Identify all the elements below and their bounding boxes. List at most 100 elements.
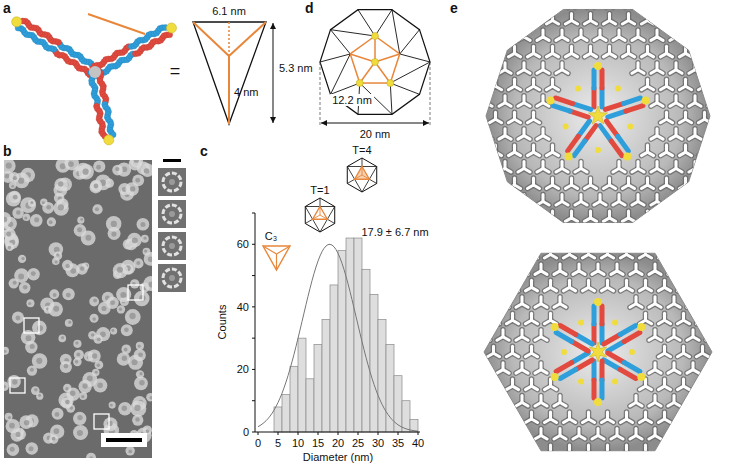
tile-arm <box>496 53 502 57</box>
tile-arm <box>676 103 682 107</box>
tile-arm <box>522 271 528 275</box>
tile-arm <box>673 264 676 271</box>
tile-arm <box>694 227 697 234</box>
tile-arm <box>496 185 502 189</box>
tile-arm <box>679 185 685 189</box>
tile-arm <box>689 4 695 8</box>
tile-arm <box>686 218 692 222</box>
micrograph <box>4 160 152 458</box>
tile-arm <box>657 103 663 107</box>
particle-core <box>124 348 128 352</box>
tile-arm <box>657 136 663 140</box>
selection-box <box>24 318 39 333</box>
particle <box>53 200 68 215</box>
tile-arm <box>486 136 492 140</box>
tile-arm <box>504 227 507 234</box>
orange-spoke <box>350 54 375 62</box>
particle <box>28 199 36 207</box>
tile-arm <box>684 211 687 218</box>
tile-arm <box>600 4 606 8</box>
tile-arm <box>551 254 557 258</box>
tile-arm <box>543 37 549 41</box>
y-tick <box>252 306 255 307</box>
particle-core <box>134 160 139 163</box>
tile-arm <box>677 254 683 258</box>
particle <box>125 446 134 455</box>
rosette-helix <box>600 88 605 107</box>
scale-bar <box>106 438 142 442</box>
particle-core <box>82 169 88 175</box>
tile-arm <box>497 238 503 242</box>
tile-arm <box>523 194 526 201</box>
tile-arm <box>480 70 486 74</box>
tile-arm <box>673 231 676 238</box>
tile-arm <box>537 234 543 238</box>
particle <box>117 352 130 365</box>
tile-arm <box>702 178 708 185</box>
cage-body <box>484 253 712 450</box>
tile-arm <box>494 254 500 258</box>
tile-arm <box>512 13 518 20</box>
particle-core <box>56 253 59 256</box>
sticky-end <box>166 23 176 33</box>
tile-arm <box>480 201 486 205</box>
tile-arm <box>562 234 568 238</box>
tile-arm <box>486 201 492 205</box>
tile-arm <box>676 103 682 107</box>
tile-arm <box>515 152 521 156</box>
histogram-bar <box>322 319 330 432</box>
tile-arm <box>553 53 559 57</box>
tile-arm <box>670 234 676 238</box>
particle-core <box>77 430 83 436</box>
tile-arm <box>518 4 524 8</box>
tile-arm <box>599 227 602 234</box>
tile-arm <box>708 201 714 205</box>
tile-arm <box>693 238 699 242</box>
cage-body <box>486 9 710 222</box>
tile-arm <box>676 136 682 140</box>
facet-edge <box>392 10 400 54</box>
particle-core <box>91 333 94 336</box>
tile-arm <box>516 271 522 275</box>
tile-arm <box>522 238 528 242</box>
tile-arm <box>516 238 522 242</box>
vertex-dot <box>372 33 379 40</box>
tile-arm <box>562 37 568 41</box>
tile-arm <box>505 103 511 107</box>
tile-arm <box>480 234 486 238</box>
tile-arm <box>694 162 697 169</box>
tile-arm <box>695 37 701 41</box>
particle <box>141 163 152 177</box>
tile-arm <box>711 129 717 136</box>
tile-arm <box>497 271 503 275</box>
tile-arm <box>739 247 742 254</box>
x-tick <box>278 432 279 435</box>
particle <box>79 380 92 393</box>
particle-core <box>52 437 56 441</box>
particle <box>77 217 84 224</box>
tile-arm <box>494 13 497 20</box>
icosahedron-edge <box>305 206 320 207</box>
tile-arm <box>594 234 600 238</box>
tile-arm <box>572 53 578 57</box>
tile-arm <box>614 231 620 238</box>
tile-arm <box>553 218 559 222</box>
particle-core <box>12 379 17 384</box>
tile-arm <box>671 231 677 238</box>
tile-arm <box>480 169 486 173</box>
tile-arm <box>518 4 524 8</box>
tile-arm <box>689 37 695 41</box>
tile-arm <box>534 185 540 189</box>
particle <box>141 235 149 243</box>
particle-core <box>58 181 63 186</box>
tile-arm <box>648 53 654 57</box>
tile-arm <box>730 264 733 271</box>
tile-arm <box>541 271 547 275</box>
tile-arm <box>641 218 647 222</box>
tile-arm <box>524 37 530 41</box>
tile-arm <box>525 254 531 258</box>
tile-arm <box>572 53 578 57</box>
tile-arm <box>708 70 714 74</box>
tile-arm <box>667 218 673 222</box>
particle-core <box>140 222 145 227</box>
